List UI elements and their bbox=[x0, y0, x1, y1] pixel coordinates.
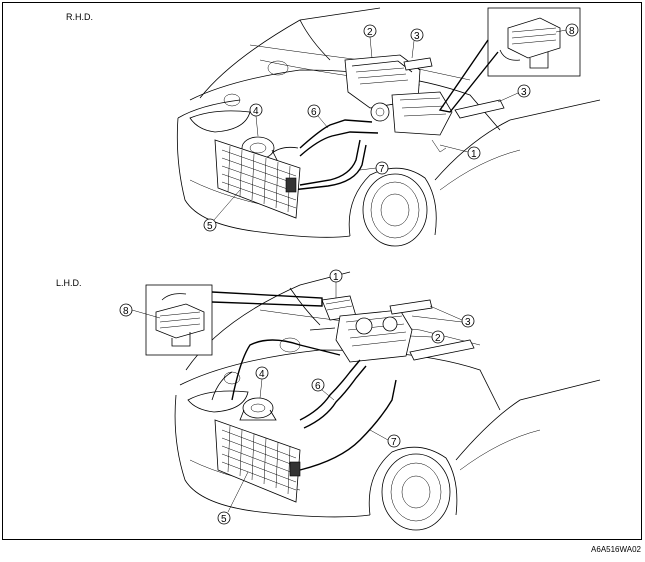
svg-text:6: 6 bbox=[315, 381, 321, 392]
svg-text:1: 1 bbox=[333, 272, 339, 283]
lhd-compressor bbox=[239, 397, 277, 421]
rhd-section-label: R.H.D. bbox=[66, 12, 93, 22]
lhd-refrigerant-lines bbox=[211, 339, 397, 471]
rhd-callout-5 bbox=[203, 218, 217, 232]
lhd-callout-7 bbox=[387, 434, 401, 448]
svg-text:3: 3 bbox=[521, 87, 527, 98]
svg-text:3: 3 bbox=[414, 31, 420, 42]
diagram-frame bbox=[2, 2, 642, 540]
svg-text:4: 4 bbox=[259, 369, 265, 380]
rhd-condenser bbox=[214, 139, 301, 219]
rhd-heater-unit bbox=[344, 54, 505, 153]
rhd-callouts: 1 2 3 3 4 5 6 7 bbox=[203, 24, 531, 232]
lhd-car-body bbox=[174, 271, 601, 531]
rhd-refrigerant-lines bbox=[269, 119, 379, 191]
lhd-section-label: L.H.D. bbox=[56, 278, 82, 288]
svg-text:2: 2 bbox=[367, 27, 373, 38]
svg-text:8: 8 bbox=[123, 306, 129, 317]
svg-text:8: 8 bbox=[569, 26, 575, 37]
svg-text:1: 1 bbox=[471, 149, 477, 160]
rhd-callout-6 bbox=[307, 104, 321, 118]
lhd-callout-3 bbox=[461, 314, 475, 328]
lhd-callout-6 bbox=[311, 378, 325, 392]
lhd-callouts: 1 2 3 4 5 6 7 bbox=[217, 269, 475, 525]
lhd-callout-5 bbox=[217, 511, 231, 525]
lhd-condenser bbox=[214, 419, 301, 503]
lhd-inset-box: 8 bbox=[119, 284, 323, 356]
svg-text:7: 7 bbox=[379, 164, 385, 175]
rhd-inset-box: 8 bbox=[438, 7, 581, 113]
figure-code: A6A516WA02 bbox=[591, 545, 641, 554]
svg-text:5: 5 bbox=[221, 514, 227, 525]
svg-text:7: 7 bbox=[391, 437, 397, 448]
svg-text:6: 6 bbox=[311, 107, 317, 118]
rhd-car-body bbox=[176, 7, 601, 247]
svg-text:4: 4 bbox=[253, 106, 259, 117]
svg-text:5: 5 bbox=[207, 221, 213, 232]
rhd-callout-1 bbox=[467, 146, 481, 160]
rhd-callout-3b bbox=[517, 84, 531, 98]
svg-text:2: 2 bbox=[435, 333, 441, 344]
lhd-heater-unit bbox=[309, 295, 475, 363]
svg-text:3: 3 bbox=[465, 317, 471, 328]
rhd-callout-3a bbox=[410, 28, 424, 42]
